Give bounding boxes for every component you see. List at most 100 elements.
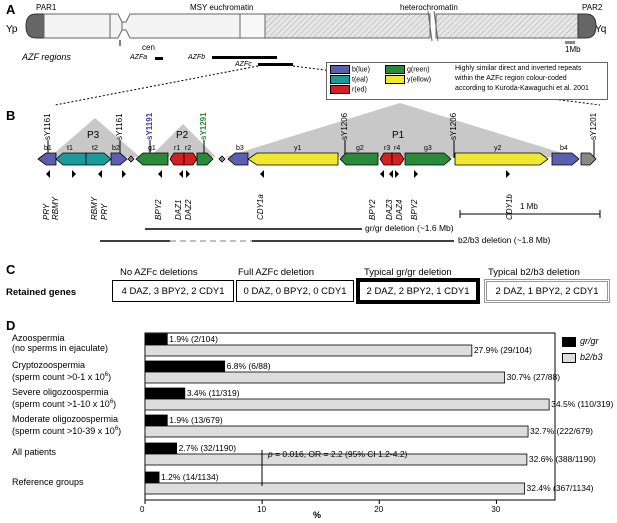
- azfb-bar: [212, 56, 277, 59]
- gene-rbmy-1: RBMY: [51, 196, 60, 220]
- label-grgr-3: 1.9% (13/679): [169, 415, 223, 425]
- legend-b2b3-label: b2/b3: [580, 352, 603, 362]
- label-b2b3-5: 32.4% (367/1134): [526, 483, 594, 493]
- scale-1mb: 1Mb: [565, 45, 581, 54]
- segment-b2: [110, 152, 128, 166]
- legend-t: t(eal): [352, 76, 368, 84]
- x-tick-label-2: 20: [374, 505, 384, 514]
- seg-label-y2: y2: [494, 145, 502, 152]
- header-no-azfc: No AZFc deletions: [120, 267, 198, 278]
- segment-b4: [551, 152, 580, 166]
- legend-b: b(lue): [352, 66, 370, 74]
- seg-label-g3: g3: [424, 145, 432, 152]
- p3-label: P3: [87, 130, 100, 141]
- yp-label: Yp: [6, 24, 18, 35]
- azfc-bar: [258, 63, 293, 66]
- x-tick-label-0: 0: [140, 505, 145, 514]
- box-no-azfc: 4 DAZ, 3 BPY2, 2 CDY1: [112, 280, 234, 302]
- segment-g3: [404, 152, 452, 166]
- gene-daz2: DAZ2: [184, 199, 193, 220]
- azfb-label: AZFb: [188, 54, 206, 61]
- color-legend: b(lue) t(eal) r(ed) g(reen) y(ellow) Hig…: [326, 62, 608, 100]
- palindrome-p3: [50, 118, 140, 157]
- heterochromatin-label: heterochromatin: [400, 3, 458, 12]
- bar-b2b3-5: [144, 482, 525, 495]
- gene-daz1: DAZ1: [174, 199, 183, 220]
- bar-grgr-2: [144, 387, 186, 400]
- bar-b2b3-3: [144, 425, 529, 438]
- marker-sy1206-a: sY1206: [340, 112, 349, 140]
- seg-label-r1: r1: [174, 145, 181, 152]
- label-b2b3-0: 27.9% (29/104): [473, 345, 532, 355]
- row-severe: Severe oligozoospermia(sperm count >1-10…: [12, 387, 117, 409]
- seg-label-t2: t2: [92, 145, 98, 152]
- azf-regions-label: AZF regions: [22, 52, 71, 62]
- marker-sy1161-b: sY1161: [115, 113, 124, 140]
- bar-b2b3-1: [144, 371, 506, 384]
- seg-label-g1: g1: [148, 145, 156, 152]
- marker-sy1201: sY1201: [589, 112, 598, 140]
- segment-t1: [55, 152, 87, 166]
- b2b3-deletion-label: b2/b3 deletion (~1.8 Mb): [458, 235, 551, 245]
- palindrome-p1: [225, 103, 575, 157]
- segment-g2: [339, 152, 379, 166]
- label-b2b3-1: 30.7% (27/88): [506, 372, 561, 382]
- scale-1-mb: 1 Mb: [520, 202, 538, 211]
- p2-label: P2: [176, 130, 189, 141]
- legend-text-2: within the AZFc region colour-coded: [455, 75, 567, 82]
- legend-y: y(ellow): [407, 76, 432, 84]
- label-b2b3-4: 32.6% (388/1190): [528, 454, 596, 464]
- bar-grgr-5: [144, 471, 160, 484]
- gene-daz3: DAZ3: [385, 199, 394, 220]
- label-grgr-2: 3.4% (11/319): [186, 388, 240, 398]
- seg-label-r2: r2: [185, 145, 192, 152]
- par2-label: PAR2: [582, 3, 603, 12]
- label-grgr-4: 2.7% (32/1190): [178, 443, 237, 453]
- seg-label-r4: r4: [394, 145, 401, 152]
- legend-text-1: Highly similar direct and inverted repea…: [455, 65, 582, 72]
- box-full-azfc: 0 DAZ, 0 BPY2, 0 CDY1: [236, 280, 354, 302]
- panel-c-label: C: [6, 262, 16, 277]
- row-all-patients: All patients: [12, 447, 57, 457]
- segment-g1: [135, 152, 169, 166]
- bar-grgr-4: [144, 442, 178, 455]
- marker-sy1291: sY1291: [199, 112, 208, 140]
- x-tick-label-3: 30: [491, 505, 501, 514]
- label-grgr-0: 1.9% (2/104): [169, 334, 218, 344]
- panel-b-label: B: [6, 108, 16, 123]
- seg-label-t1: t1: [67, 145, 73, 152]
- gene-bpy2-2: BPY2: [368, 199, 377, 220]
- palindrome-p2: [150, 124, 216, 157]
- header-grgr: Typical gr/gr deletion: [364, 267, 452, 278]
- label-b2b3-2: 34.5% (110/319): [551, 399, 614, 409]
- p1-label: P1: [392, 130, 405, 141]
- azfa-label: AZFa: [130, 54, 148, 61]
- header-full-azfc: Full AZFc deletion: [238, 267, 315, 278]
- bar-grgr-3: [144, 414, 168, 427]
- msy-label: MSY euchromatin: [190, 3, 254, 12]
- gene-cdy1a: CDY1a: [256, 194, 265, 220]
- x-axis-label: %: [313, 510, 322, 520]
- label-b2b3-3: 32.7% (222/679): [530, 426, 593, 436]
- box-grgr: 2 DAZ, 2 BPY2, 1 CDY1: [356, 278, 480, 304]
- seg-label-b2: b2: [112, 145, 120, 152]
- segment-b1: [37, 152, 57, 166]
- seg-label-b3: b3: [236, 145, 244, 152]
- legend-grgr-swatch: [562, 337, 576, 347]
- bar-chart: [144, 332, 556, 504]
- azfc-label: AZFc: [235, 61, 252, 68]
- seg-label-b1: b1: [44, 145, 52, 152]
- legend-grgr-label: gr/gr: [580, 336, 599, 346]
- segment-y2: [454, 152, 549, 166]
- bar-b2b3-2: [144, 398, 550, 411]
- gene-cdy1b: CDY1b: [505, 194, 514, 220]
- gene-pry-2: PRY: [100, 203, 109, 220]
- box-b2b3: 2 DAZ, 1 BPY2, 2 CDY1: [484, 279, 610, 303]
- grgr-deletion-label: gr/gr deletion (~1.6 Mb): [365, 223, 454, 233]
- gene-rbmy-2: RBMY: [90, 196, 99, 220]
- segment-r4: [391, 152, 405, 166]
- row-cryptozoospermia: Cryptozoospermia(sperm count >0-1 x 106): [12, 360, 112, 382]
- yq-label: Yq: [595, 24, 607, 35]
- segment-b3: [227, 152, 249, 166]
